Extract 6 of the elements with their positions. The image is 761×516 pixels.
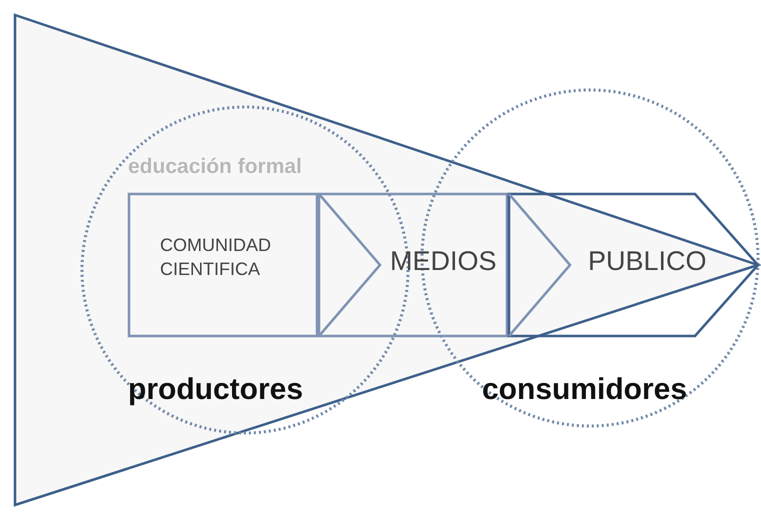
group-label: educación formal bbox=[128, 155, 302, 179]
box-label: MEDIOS bbox=[390, 246, 497, 277]
group-label: productores bbox=[128, 373, 304, 407]
box-label: PUBLICO bbox=[588, 246, 707, 277]
group-label: consumidores bbox=[482, 373, 688, 407]
box-label: COMUNIDAD CIENTIFICA bbox=[160, 234, 272, 282]
